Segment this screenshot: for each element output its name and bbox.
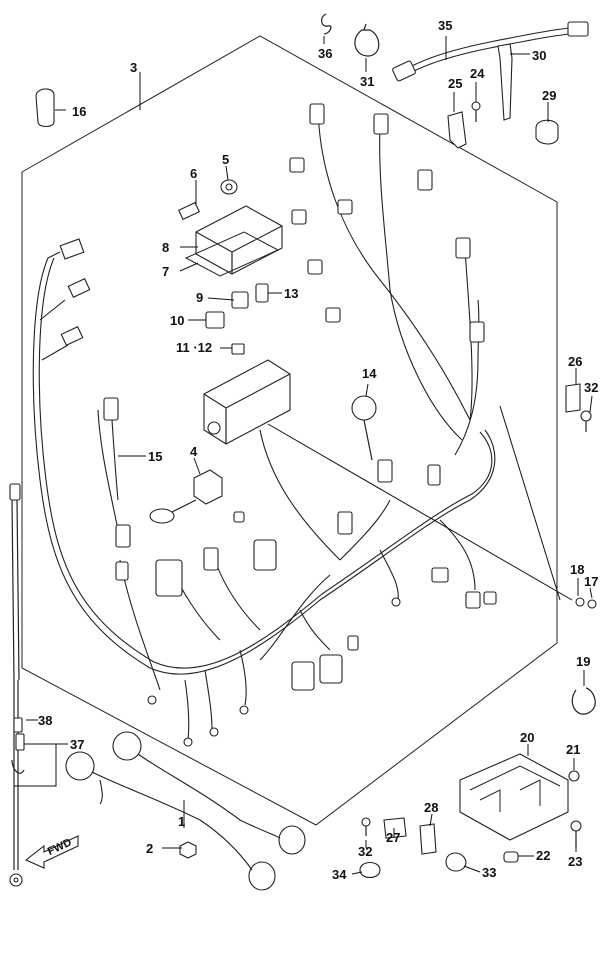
callout-13: 13 — [284, 286, 298, 301]
battery-cable-part-1 — [65, 731, 306, 891]
callout-34: 34 — [332, 867, 347, 882]
callout-1: 1 — [178, 814, 185, 829]
bottom-bracket-assembly — [459, 753, 582, 863]
callout-32-bottom: 32 — [358, 844, 372, 859]
callout-numbers: 3 16 5 6 8 7 9 13 10 11 ·12 14 15 4 35 3… — [38, 18, 598, 882]
callout-25: 25 — [448, 76, 462, 91]
boot-part-16 — [35, 88, 55, 128]
callout-33: 33 — [482, 865, 496, 880]
callout-19: 19 — [576, 654, 590, 669]
callout-24: 24 — [470, 66, 485, 81]
fwd-direction-arrow: FWD — [24, 835, 79, 869]
callout-9: 9 — [196, 290, 203, 305]
callout-22: 22 — [536, 848, 550, 863]
callout-20: 20 — [520, 730, 534, 745]
wire-part-15 — [111, 419, 119, 501]
callout-26: 26 — [568, 354, 582, 369]
callout-30: 30 — [532, 48, 546, 63]
relays-and-fuses — [205, 283, 269, 355]
callout-6: 6 — [190, 166, 197, 181]
callout-29: 29 — [542, 88, 556, 103]
right-side-hardware — [565, 383, 597, 715]
main-wiring-harness — [32, 109, 496, 741]
callout-5: 5 — [222, 152, 229, 167]
callout-7: 7 — [162, 264, 169, 279]
top-hardware-parts — [320, 13, 589, 149]
harness-assembly-outline — [21, 35, 558, 826]
callout-17: 17 — [584, 574, 598, 589]
callout-23: 23 — [568, 854, 582, 869]
callout-21: 21 — [566, 742, 580, 757]
bottom-middle-hardware — [359, 817, 467, 879]
callout-8: 8 — [162, 240, 169, 255]
callout-14: 14 — [362, 366, 377, 381]
callout-18: 18 — [570, 562, 584, 577]
callout-16: 16 — [72, 104, 86, 119]
callout-27: 27 — [386, 830, 400, 845]
junction-block — [203, 359, 291, 445]
callout-3: 3 — [130, 60, 137, 75]
callout-37: 37 — [70, 737, 84, 752]
harness-connectors — [59, 103, 497, 747]
sensor-part-4 — [149, 469, 223, 524]
cap-part-14 — [351, 395, 377, 461]
callout-11-12: 11 ·12 — [176, 340, 212, 355]
callout-leader-lines — [14, 36, 593, 875]
callout-36: 36 — [318, 46, 332, 61]
callout-15: 15 — [148, 449, 162, 464]
callout-31: 31 — [360, 74, 374, 89]
callout-35: 35 — [438, 18, 452, 33]
callout-10: 10 — [170, 313, 184, 328]
fuse-box-cover — [177, 179, 283, 277]
lead-wires-37-38 — [9, 483, 25, 887]
callout-28: 28 — [424, 800, 438, 815]
callout-4: 4 — [190, 444, 198, 459]
callout-2: 2 — [146, 841, 153, 856]
nut-part-2 — [179, 841, 197, 859]
callout-32-right: 32 — [584, 380, 598, 395]
callout-38: 38 — [38, 713, 52, 728]
